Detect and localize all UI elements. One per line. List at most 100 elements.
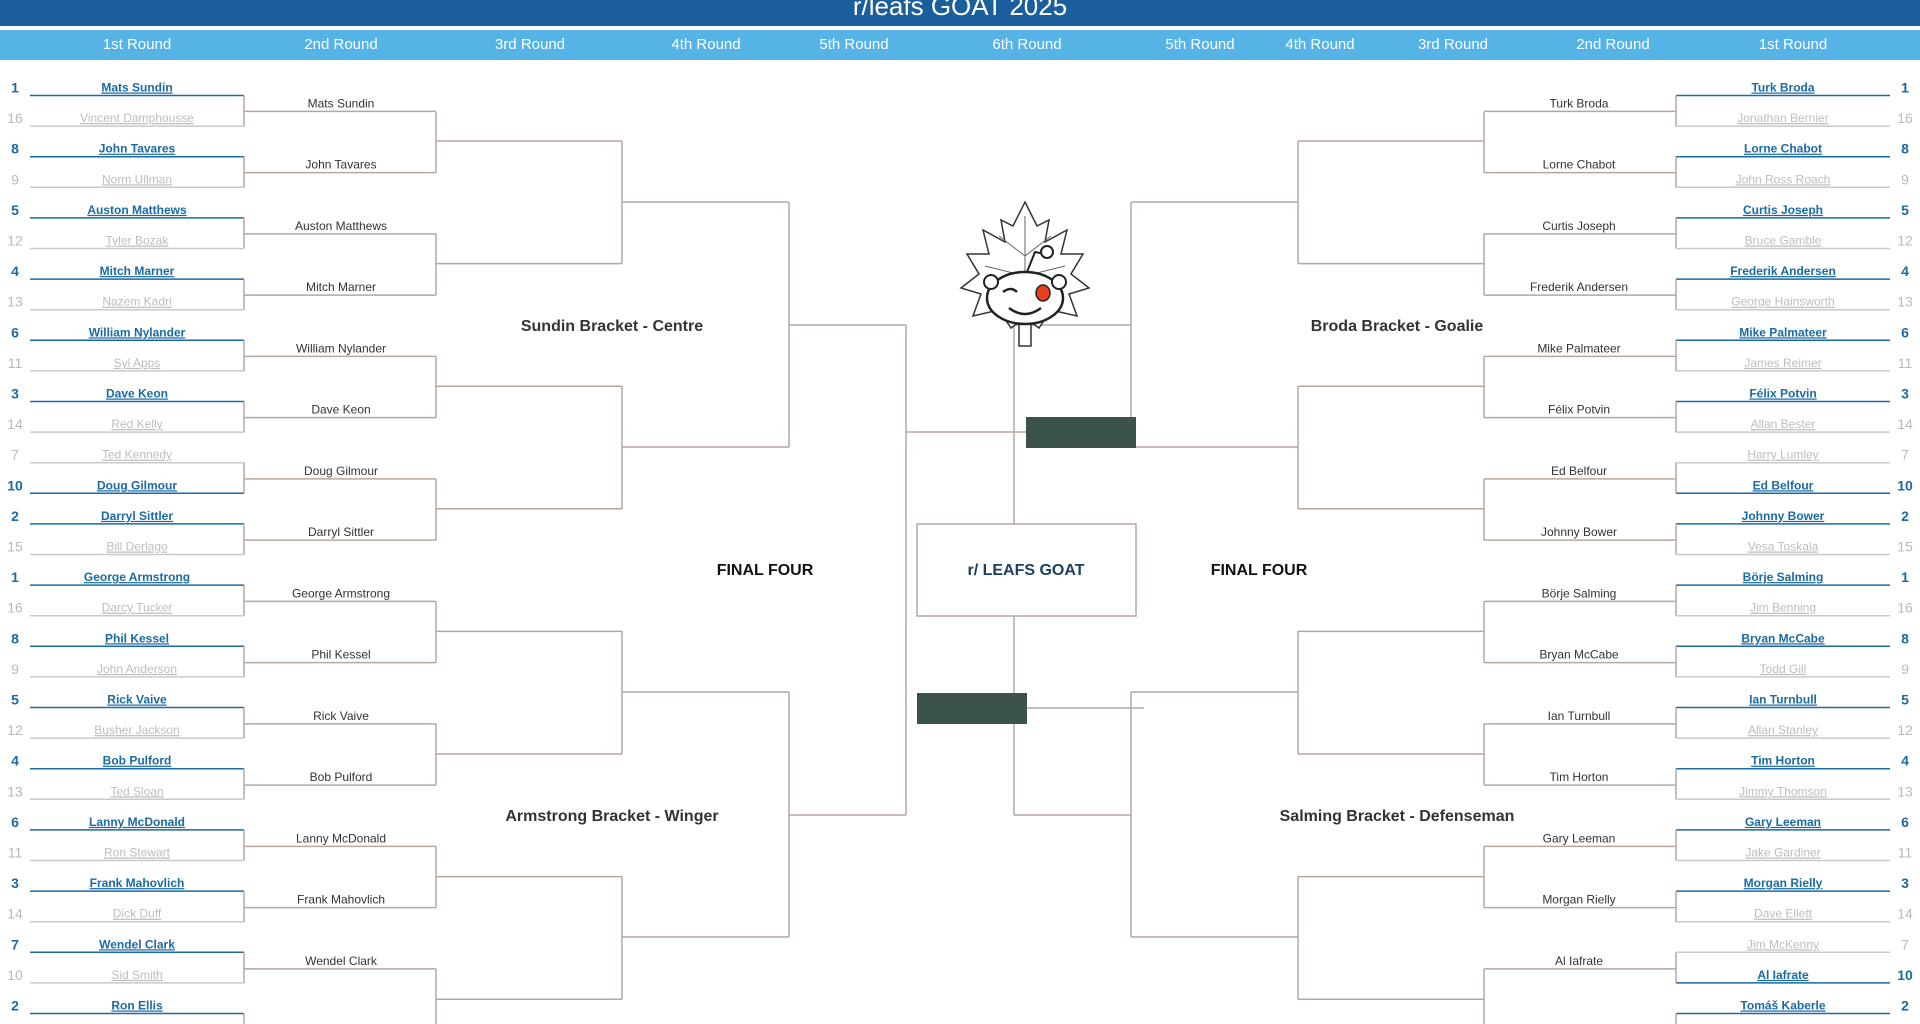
seed-number: 16 [1897,110,1913,126]
player-name: Red Kelly [111,417,162,431]
seed-number: 10 [1897,477,1913,493]
round2-player-name: Johnny Bower [1541,525,1617,539]
round2-player-name: Frank Mahovlich [297,893,385,907]
round-label-right-2: 2nd Round [1576,36,1650,53]
player-name: Bryan McCabe [1741,631,1825,645]
round2-player-name: Dave Keon [311,403,370,417]
player-name: Jake Gardiner [1745,846,1820,860]
player-name: Mike Palmateer [1739,325,1827,339]
player-name: Jimmy Thomson [1739,784,1827,798]
seed-number: 6 [11,324,19,340]
player-name: Darryl Sittler [101,509,173,523]
region-label-sundin: Sundin Bracket - Centre [521,318,703,335]
seed-number: 11 [8,845,23,861]
player-name: Félix Potvin [1749,387,1816,401]
champion-box [916,523,1137,617]
round-header-bar: 1st Round 2nd Round 3rd Round 4th Round … [0,30,1920,60]
seed-number: 8 [1901,141,1909,157]
player-name: Frank Mahovlich [90,876,185,890]
player-name: Johnny Bower [1742,509,1825,523]
seed-number: 5 [11,692,19,708]
seed-number: 7 [11,936,19,952]
player-name: Ted Sloan [110,784,163,798]
player-name: Phil Kessel [105,631,169,645]
finalist-slot-lower [917,693,1027,724]
player-name: Auston Matthews [87,203,187,217]
seed-number: 9 [1901,661,1909,677]
player-name: Jim McKenny [1747,937,1819,951]
player-name: Nazem Kadri [102,295,171,309]
round2-player-name: Mitch Marner [306,280,376,294]
round-label-left-1: 1st Round [102,36,172,53]
player-name: Todd Gill [1760,662,1807,676]
player-name: John Ross Roach [1736,172,1831,186]
seed-number: 9 [11,661,19,677]
round2-player-name: Doug Gilmour [304,464,378,478]
seed-number: 8 [1901,630,1909,646]
seed-number: 3 [1901,386,1909,402]
player-name: Norm Ullman [102,172,172,186]
round2-player-name: Lorne Chabot [1543,158,1616,172]
player-name: Dave Ellett [1754,907,1813,921]
player-name: William Nylander [89,325,186,339]
seed-number: 3 [11,875,19,891]
round2-player-name: Bryan McCabe [1539,648,1619,662]
player-name: James Reimer [1744,356,1821,370]
seed-number: 13 [1897,294,1913,310]
player-name: Busher Jackson [94,723,179,737]
player-name: Turk Broda [1751,81,1814,95]
region-label-salming: Salming Bracket - Defenseman [1280,808,1515,825]
seed-number: 7 [11,447,19,463]
round2-player-name: Ian Turnbull [1548,709,1611,723]
round-label-left-4: 4th Round [671,36,741,53]
round2-player-name: Félix Potvin [1548,403,1610,417]
seed-number: 12 [1897,722,1913,738]
round2-player-name: Rick Vaive [313,709,369,723]
seed-number: 16 [1897,600,1913,616]
player-name: Darcy Tucker [102,601,173,615]
player-name: Ted Kennedy [102,448,172,462]
round-label-left-2: 2nd Round [304,36,378,53]
player-name: Jonathan Bernier [1737,111,1828,125]
round2-player-name: Al Iafrate [1555,954,1603,968]
seed-number: 1 [11,80,19,96]
seed-number: 11 [1898,845,1913,861]
player-name: Ron Stewart [104,846,171,860]
round-label-left-3: 3rd Round [494,36,566,53]
seed-number: 2 [1901,998,1909,1014]
seed-number: 5 [11,202,19,218]
player-name: Al Iafrate [1757,968,1809,982]
seed-number: 16 [7,110,23,126]
seed-number: 7 [1901,936,1909,952]
player-name: Morgan Rielly [1744,876,1823,890]
player-name: George Hainsworth [1731,295,1834,309]
player-name: Allan Bester [1751,417,1816,431]
player-name: Mitch Marner [100,264,175,278]
round2-player-name: Turk Broda [1550,96,1609,110]
region-label-broda: Broda Bracket - Goalie [1311,318,1484,335]
round2-player-name: William Nylander [296,341,386,355]
round-label-right-1: 1st Round [1758,36,1828,53]
seed-number: 12 [7,722,23,738]
seed-number: 1 [1901,80,1909,96]
round2-player-name: Morgan Rielly [1542,893,1615,907]
round2-player-name: Börje Salming [1542,586,1617,600]
round-label-left-5: 5th Round [819,36,889,53]
seed-number: 10 [7,967,23,983]
player-name: Mats Sundin [101,81,172,95]
round2-player-name: Bob Pulford [310,770,373,784]
player-name: Lanny McDonald [89,815,185,829]
seed-number: 5 [1901,692,1909,708]
player-name: Börje Salming [1743,570,1824,584]
seed-number: 14 [1897,906,1913,922]
seed-number: 13 [7,783,23,799]
round2-player-name: Mats Sundin [308,96,375,110]
player-name: Rick Vaive [107,693,167,707]
round2-player-name: Curtis Joseph [1542,219,1615,233]
player-name: Tomáš Kaberle [1740,999,1825,1013]
player-name: Bob Pulford [103,754,172,768]
player-name: Ron Ellis [111,999,163,1013]
seed-number: 15 [1897,539,1913,555]
round2-player-name: John Tavares [305,158,376,172]
